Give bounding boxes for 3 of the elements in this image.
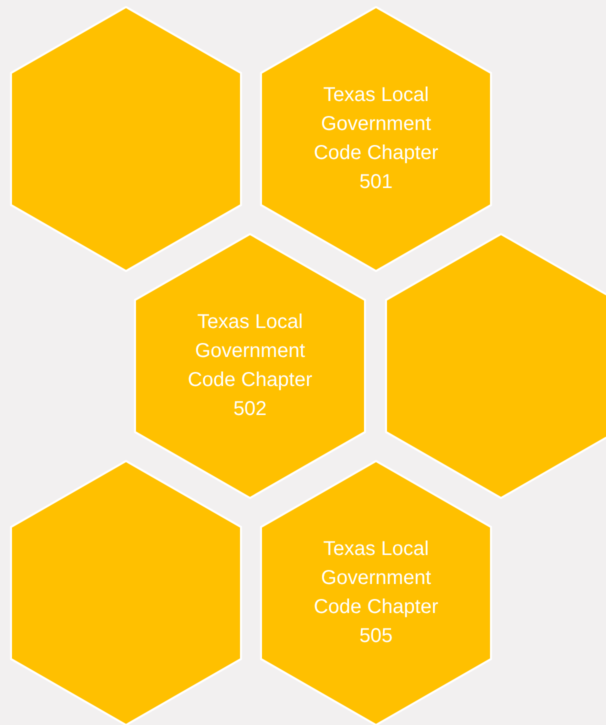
hexagon-label: Texas Local Government Code Chapter 502	[186, 310, 314, 422]
hexagon-label: Texas Local Government Code Chapter 501	[312, 83, 440, 195]
hexagon-label: Texas Local Government Code Chapter 505	[312, 537, 440, 649]
